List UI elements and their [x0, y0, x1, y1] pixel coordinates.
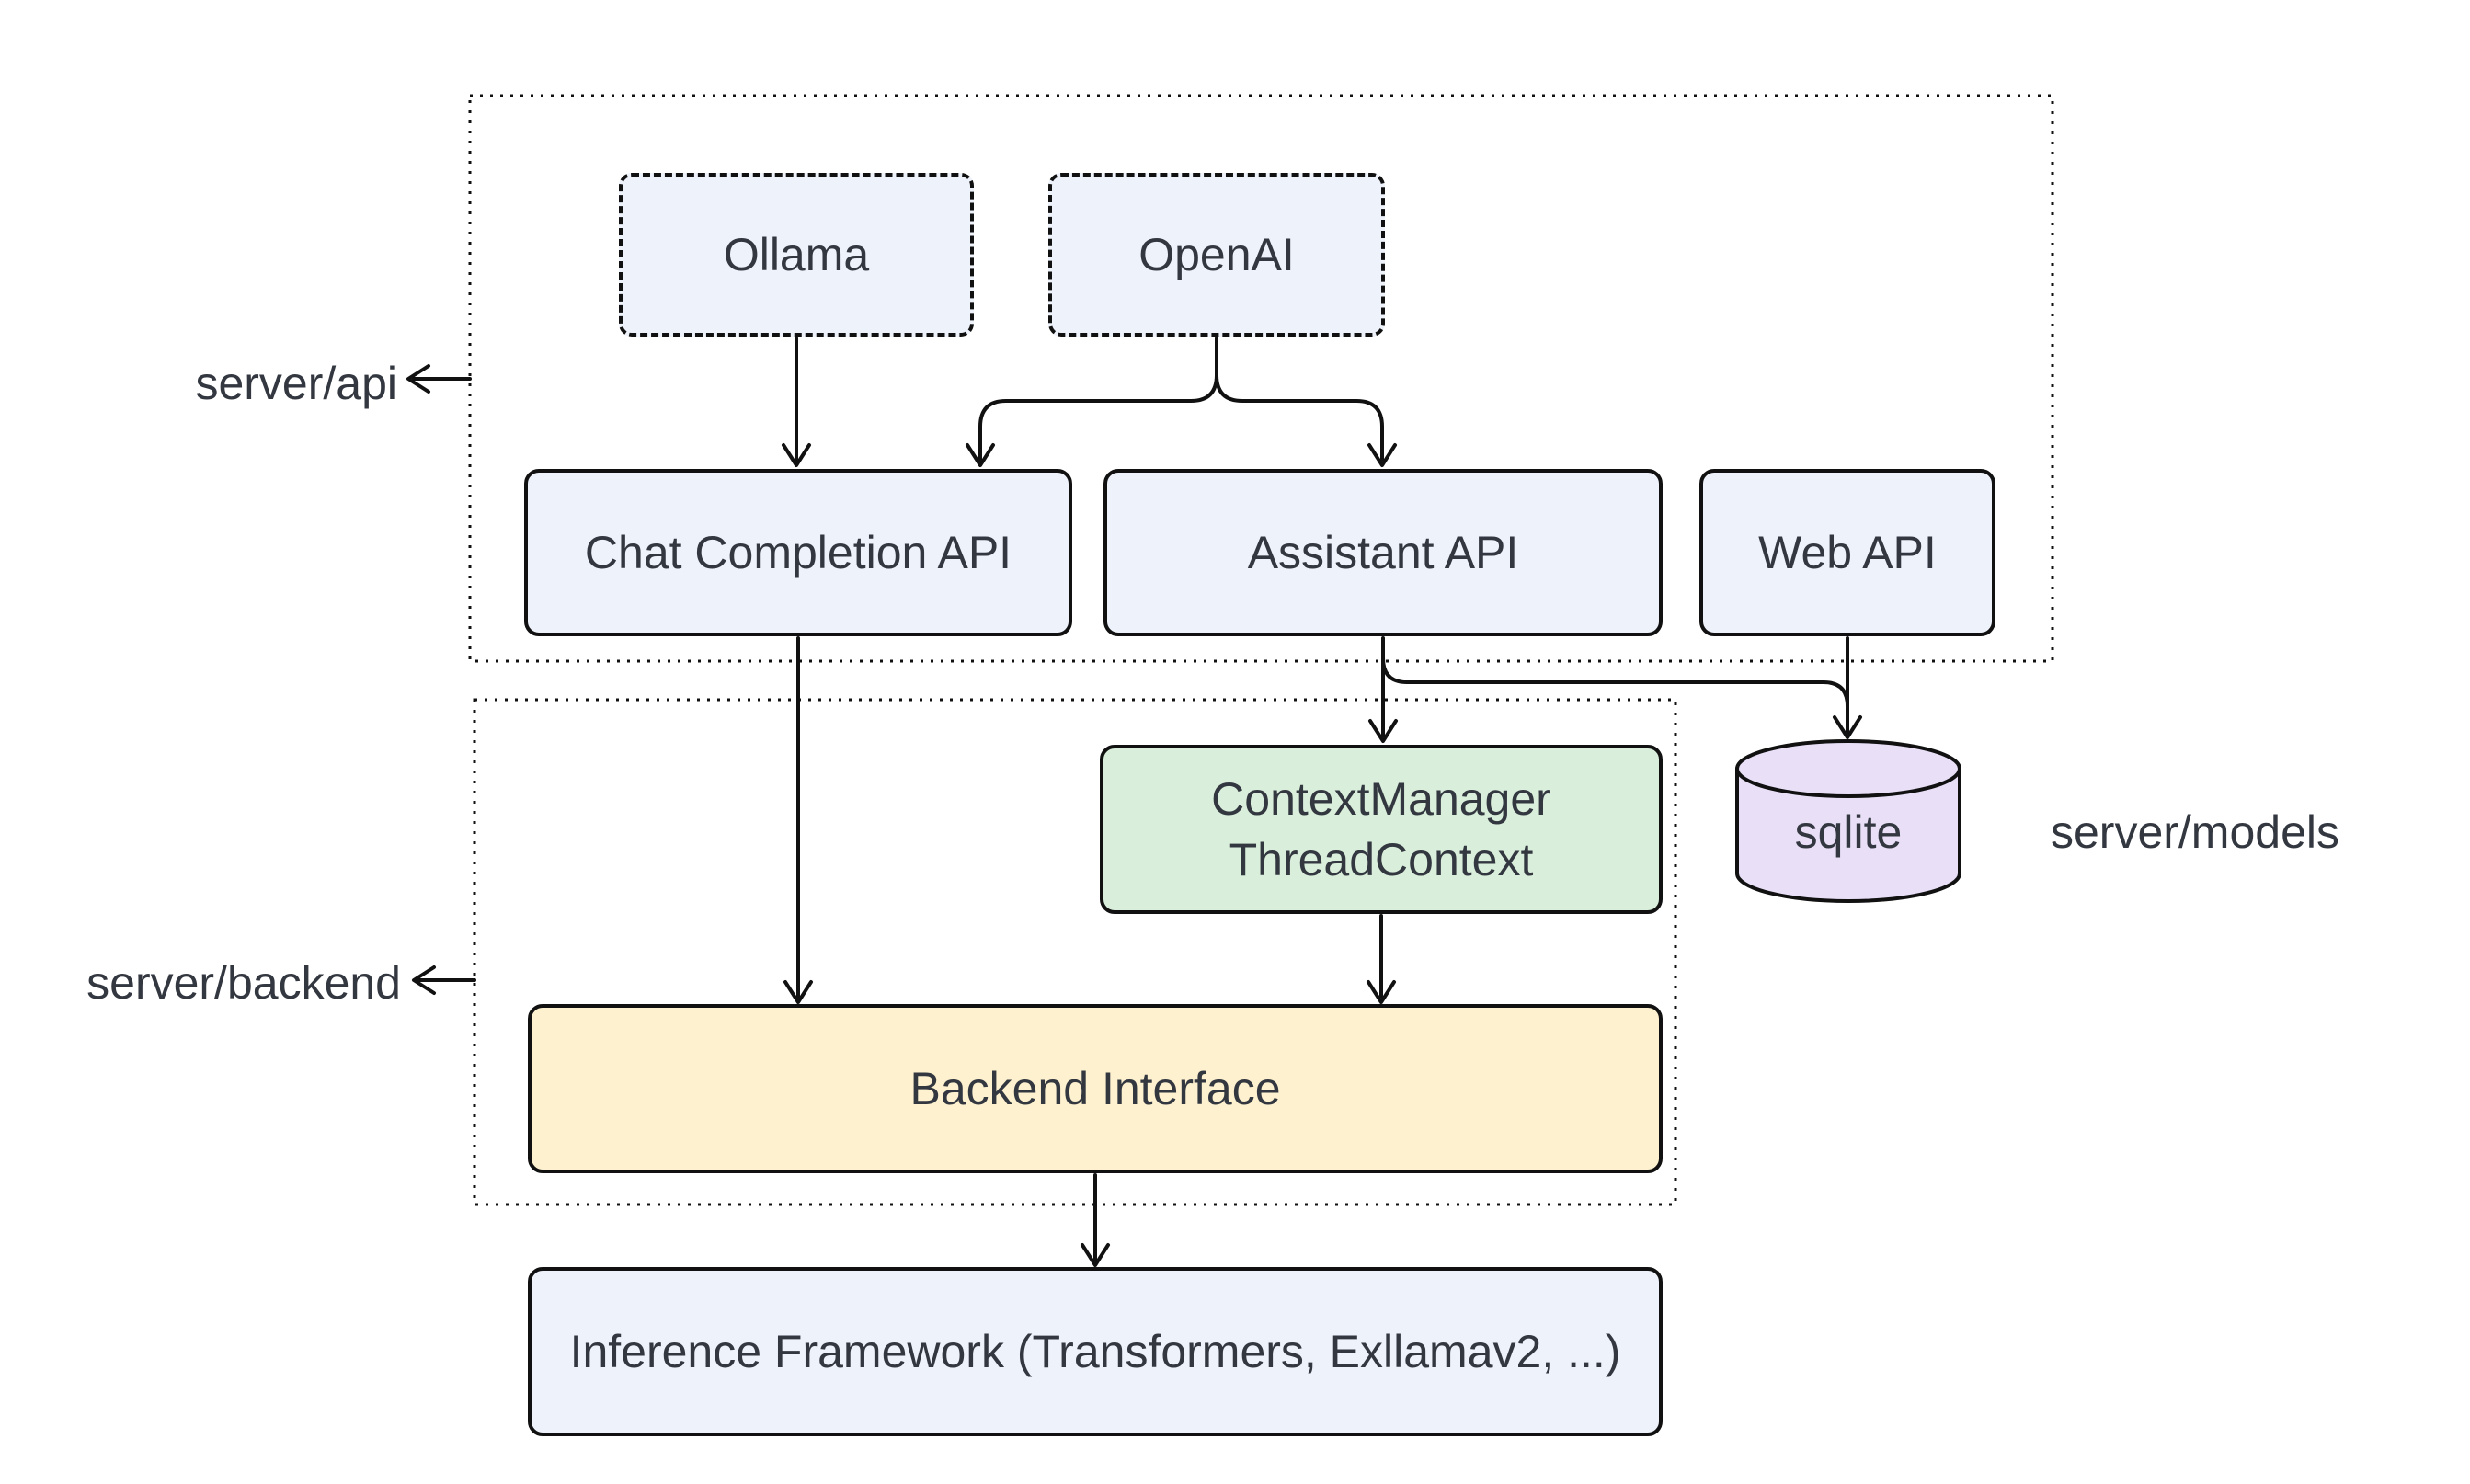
node-web-api-label: Web API: [1758, 527, 1937, 578]
edge-backend-interface-to-inference-arrowhead-icon: [1081, 1243, 1110, 1267]
node-openai-label: OpenAI: [1138, 229, 1295, 280]
group-label-server-backend: server/backend: [86, 957, 401, 1009]
group-server-backend-border: [473, 698, 1677, 1206]
node-backend-interface: Backend Interface: [528, 1004, 1663, 1173]
node-sqlite-label: sqlite: [1794, 806, 1903, 858]
edge-openai-to-chat-arrowhead-icon: [966, 443, 995, 467]
group-label-server-api: server/api: [195, 358, 397, 409]
edge-context-to-backend-interface-arrowhead-icon: [1367, 980, 1396, 1004]
edge-assistant-to-sqlite-line: [1381, 656, 1849, 708]
node-inference-framework: Inference Framework (Transformers, Exlla…: [528, 1267, 1663, 1436]
edge-openai-to-assistant-line: [1215, 373, 1384, 462]
group-label-server-models: server/models: [2051, 806, 2339, 858]
node-inference-framework-label: Inference Framework (Transformers, Exlla…: [569, 1326, 1621, 1377]
pointer-server-api-arrowhead-icon: [406, 364, 430, 394]
node-ollama: Ollama: [619, 173, 974, 337]
node-chat-completion-api: Chat Completion API: [524, 469, 1072, 636]
pointer-server-backend-arrowhead-icon: [412, 965, 436, 995]
edge-openai-to-chat-line: [978, 337, 1218, 462]
node-web-api: Web API: [1699, 469, 1995, 636]
node-sqlite: sqlite: [1733, 737, 1963, 907]
edge-openai-to-assistant-arrowhead-icon: [1367, 443, 1397, 467]
node-ollama-label: Ollama: [723, 229, 870, 280]
database-cylinder-icon: [1735, 739, 1961, 903]
node-context-manager-label-line2: ThreadContext: [1229, 834, 1534, 885]
node-chat-completion-api-label: Chat Completion API: [584, 527, 1012, 578]
group-server-api-border: [468, 94, 2054, 663]
node-openai: OpenAI: [1048, 173, 1385, 337]
edge-chat-to-backend-interface-arrowhead-icon: [783, 980, 813, 1004]
edge-ollama-to-chat-arrowhead-icon: [782, 443, 811, 467]
node-context-manager: ContextManager ThreadContext: [1100, 745, 1663, 914]
edge-assistant-to-context-arrowhead-icon: [1368, 719, 1398, 743]
node-assistant-api: Assistant API: [1103, 469, 1663, 636]
node-backend-interface-label: Backend Interface: [909, 1063, 1281, 1114]
node-assistant-api-label: Assistant API: [1247, 527, 1519, 578]
edge-web-api-to-sqlite-arrowhead-icon: [1833, 715, 1862, 739]
node-context-manager-label-line1: ContextManager: [1211, 773, 1551, 825]
